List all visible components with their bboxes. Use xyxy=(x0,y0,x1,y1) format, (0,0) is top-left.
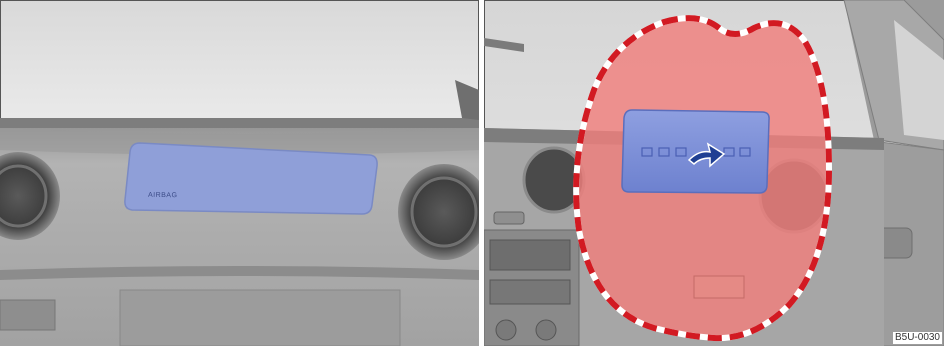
airbag-deployment-illustration: B5U-0030 xyxy=(484,0,944,346)
deployment-illustration-svg xyxy=(484,0,944,346)
airbag-label: AIRBAG xyxy=(148,192,178,200)
figure-code: B5U-0030 xyxy=(893,332,942,344)
dashboard-illustration-svg xyxy=(0,0,479,346)
airbag-flap xyxy=(622,110,769,193)
dashboard-airbag-illustration: AIRBAG xyxy=(0,0,479,346)
windshield xyxy=(0,0,479,130)
airbag-cover xyxy=(125,143,377,214)
